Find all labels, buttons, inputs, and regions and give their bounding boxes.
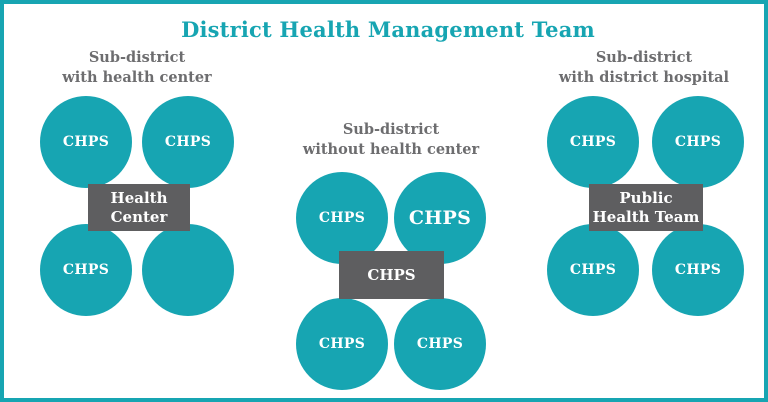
cluster-right-label: Sub-district with district hospital bbox=[531, 48, 757, 87]
cluster-left-label-line2: with health center bbox=[62, 68, 212, 86]
cluster-center-label: Sub-district without health center bbox=[286, 120, 496, 159]
cluster-sub-district-with-health-center: Sub-district with health center CHPS CHP… bbox=[24, 48, 250, 320]
hub-public-health-team-line2: Health Team bbox=[592, 207, 700, 226]
hub-chps[interactable]: CHPS bbox=[339, 251, 444, 299]
hub-chps-line1: CHPS bbox=[367, 265, 416, 284]
hub-health-center-line1: Health bbox=[110, 188, 168, 207]
chps-node-right-top-left[interactable]: CHPS bbox=[547, 96, 639, 188]
cluster-left-label: Sub-district with health center bbox=[24, 48, 250, 87]
cluster-right-label-line2: with district hospital bbox=[558, 68, 730, 86]
chps-node-right-top-right[interactable]: CHPS bbox=[652, 96, 744, 188]
chps-node-left-bottom-left[interactable]: CHPS bbox=[40, 224, 132, 316]
hub-public-health-team[interactable]: Public Health Team bbox=[589, 184, 703, 231]
chps-node-right-bottom-right[interactable]: CHPS bbox=[652, 224, 744, 316]
chps-node-center-bottom-right[interactable]: CHPS bbox=[394, 298, 486, 390]
chps-node-center-top-right[interactable]: CHPS bbox=[394, 172, 486, 264]
chps-node-center-bottom-left[interactable]: CHPS bbox=[296, 298, 388, 390]
cluster-left-label-line1: Sub-district bbox=[88, 49, 186, 66]
cluster-center-label-line1: Sub-district bbox=[342, 121, 440, 138]
cluster-sub-district-with-district-hospital: Sub-district with district hospital CHPS… bbox=[531, 48, 757, 320]
hub-health-center-line2: Center bbox=[110, 207, 168, 226]
hub-public-health-team-line1: Public bbox=[619, 188, 673, 207]
cluster-sub-district-without-health-center: Sub-district without health center CHPS … bbox=[286, 120, 496, 390]
cluster-right-label-line1: Sub-district bbox=[595, 49, 693, 66]
hub-health-center[interactable]: Health Center bbox=[88, 184, 190, 231]
chps-node-left-bottom-right[interactable] bbox=[142, 224, 234, 316]
chps-node-left-top-left[interactable]: CHPS bbox=[40, 96, 132, 188]
page-title: District Health Management Team bbox=[181, 17, 595, 42]
chps-node-center-top-left[interactable]: CHPS bbox=[296, 172, 388, 264]
cluster-center-label-line2: without health center bbox=[302, 140, 480, 158]
chps-node-right-bottom-left[interactable]: CHPS bbox=[547, 224, 639, 316]
chps-node-left-top-right[interactable]: CHPS bbox=[142, 96, 234, 188]
